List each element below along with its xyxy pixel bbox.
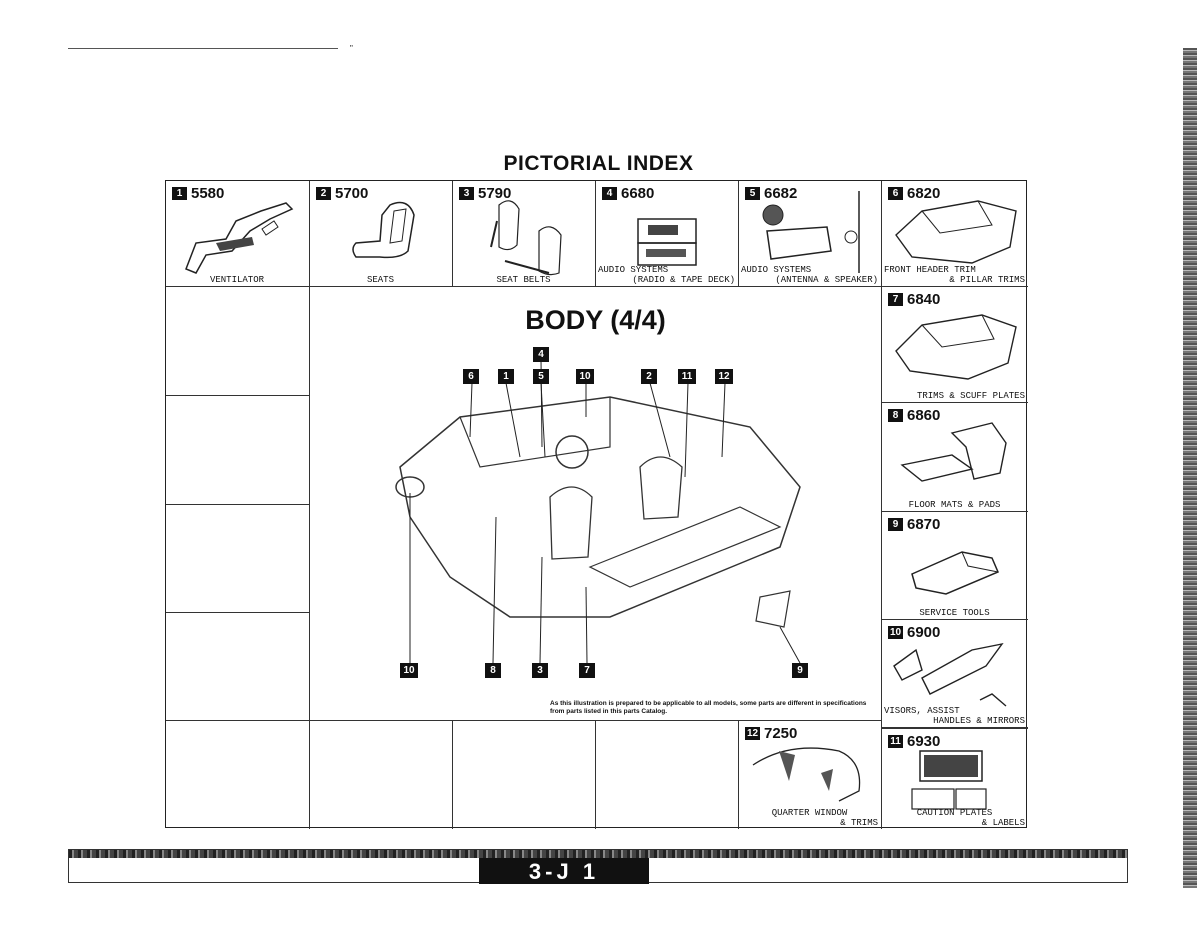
page-footer: 3-J 1: [68, 849, 1128, 884]
callout-label: 10: [576, 369, 594, 384]
item-caption: QUARTER WINDOW: [771, 808, 848, 818]
blank-cell: [596, 721, 739, 829]
page-number: 3-J 1: [479, 858, 649, 884]
footer-band: [69, 850, 1127, 858]
index-cell-8[interactable]: 8 6860 FLOOR MATS & PADS: [882, 403, 1028, 512]
callout-label: 3: [532, 663, 548, 678]
item-caption-line2: HANDLES & MIRRORS: [933, 716, 1025, 726]
index-cell-2[interactable]: 2 5700 SEATS: [310, 181, 453, 287]
floor-mat-icon: [900, 422, 1007, 482]
blank-cell: [453, 721, 596, 829]
quarter-window-icon: [752, 747, 861, 802]
index-cell-4[interactable]: 4 6680 AUDIO SYSTEMS (RADIO & TAPE DECK): [596, 181, 739, 287]
index-number-badge: 9: [888, 518, 903, 531]
seat-icon: [352, 201, 415, 259]
item-caption: VISORS, ASSIST: [884, 706, 960, 716]
part-code: 6682: [764, 185, 798, 202]
tool-bag-icon: [911, 551, 999, 595]
blank-cell: [166, 505, 310, 613]
applicability-note: As this illustration is prepared to be a…: [550, 700, 867, 715]
item-caption: FLOOR MATS & PADS: [908, 500, 1001, 510]
index-cell-12[interactable]: 12 7250 QUARTER WINDOW & TRIMS: [739, 721, 882, 829]
body-illustration-panel: BODY (4/4): [310, 287, 882, 721]
index-number-badge: 3: [459, 187, 474, 200]
index-cell-3[interactable]: 3 5790 SEAT BELTS: [453, 181, 596, 287]
item-caption-line2: (RADIO & TAPE DECK): [632, 275, 735, 285]
blank-cell: [166, 721, 310, 829]
part-code: 5580: [191, 185, 225, 202]
index-cell-10[interactable]: 10 6900 VISORS, ASSIST HANDLES & MIRRORS: [882, 620, 1028, 728]
callout-label: 1: [498, 369, 514, 384]
callout-label: 12: [715, 369, 733, 384]
index-cell-5[interactable]: 5 6682 AUDIO SYSTEMS (ANTENNA & SPEAKER): [739, 181, 882, 287]
item-caption: FRONT HEADER TRIM: [884, 265, 976, 275]
item-caption: VENTILATOR: [209, 275, 264, 285]
car-pillar-icon: [895, 200, 1017, 264]
part-code: 6840: [907, 291, 941, 308]
ventilator-icon: [185, 202, 294, 274]
item-caption: SEATS: [366, 275, 394, 285]
pictorial-index-grid: 1 5580 VENTILATOR 2 5700 SEATS 3 5790 SEAT …: [165, 180, 1028, 829]
index-cell-7[interactable]: 7 6840 TRIMS & SCUFF PLATES: [882, 287, 1028, 403]
blank-cell: [166, 287, 310, 396]
index-number-badge: 8: [888, 409, 903, 422]
callout-label: 7: [579, 663, 595, 678]
index-cell-9[interactable]: 9 6870 SERVICE TOOLS: [882, 512, 1028, 620]
callout-label: 2: [641, 369, 657, 384]
scan-top-rule: [68, 48, 338, 49]
index-cell-6[interactable]: 6 6820 FRONT HEADER TRIM & PILLAR TRIMS: [882, 181, 1028, 287]
part-code: 6860: [907, 407, 941, 424]
index-number-badge: 10: [888, 626, 903, 639]
callout-label: 8: [485, 663, 501, 678]
part-code: 5700: [335, 185, 369, 202]
item-caption: AUDIO SYSTEMS: [741, 265, 812, 275]
item-caption-line2: & LABELS: [981, 818, 1025, 828]
index-number-badge: 1: [172, 187, 187, 200]
body-title: BODY (4/4): [525, 305, 666, 335]
scan-mark: ": [350, 44, 353, 53]
visor-mirror-icon: [893, 642, 1007, 707]
item-caption: CAUTION PLATES: [916, 808, 993, 818]
antenna-speaker-icon: [762, 191, 860, 273]
index-number-badge: 4: [602, 187, 617, 200]
blank-cell: [310, 721, 453, 829]
part-code: 6900: [907, 624, 941, 641]
callout-label: 4: [533, 347, 549, 362]
index-number-badge: 5: [745, 187, 760, 200]
part-code: 5790: [478, 185, 512, 202]
item-caption: SERVICE TOOLS: [919, 608, 990, 618]
index-number-badge: 11: [888, 735, 903, 748]
part-code: 7250: [764, 725, 798, 742]
page-title: PICTORIAL INDEX: [503, 152, 694, 175]
item-caption-line2: & PILLAR TRIMS: [949, 275, 1025, 285]
scan-edge: [1183, 48, 1197, 888]
callout-label: 10: [400, 663, 418, 678]
caution-plate-icon: [911, 750, 987, 810]
radio-icon: [637, 218, 697, 266]
car-body-diagram: [395, 358, 801, 664]
part-code: 6930: [907, 733, 941, 750]
item-caption-line2: (ANTENNA & SPEAKER): [775, 275, 878, 285]
index-cell-11[interactable]: 11 6930 CAUTION PLATES & LABELS: [882, 728, 1028, 829]
seat-belt-icon: [490, 200, 562, 276]
blank-cell: [166, 613, 310, 721]
callout-label: 6: [463, 369, 479, 384]
part-code: 6870: [907, 516, 941, 533]
item-caption: AUDIO SYSTEMS: [598, 265, 669, 275]
index-cell-1[interactable]: 1 5580 VENTILATOR: [166, 181, 310, 287]
callout-label: 11: [678, 369, 696, 384]
index-number-badge: 12: [745, 727, 760, 740]
part-code: 6680: [621, 185, 655, 202]
item-caption: SEAT BELTS: [496, 275, 551, 285]
callout-label: 5: [533, 369, 549, 384]
index-number-badge: 2: [316, 187, 331, 200]
blank-cell: [166, 396, 310, 505]
item-caption-line2: & TRIMS: [840, 818, 878, 828]
callout-label: 9: [792, 663, 808, 678]
car-trim-icon: [895, 314, 1017, 380]
item-caption: TRIMS & SCUFF PLATES: [916, 391, 1025, 401]
part-code: 6820: [907, 185, 941, 202]
index-number-badge: 7: [888, 293, 903, 306]
index-number-badge: 6: [888, 187, 903, 200]
